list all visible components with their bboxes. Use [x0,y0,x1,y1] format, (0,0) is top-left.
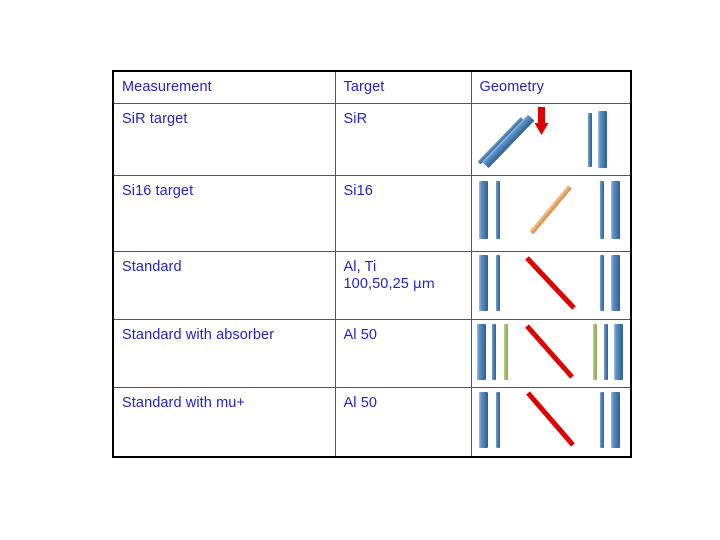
thin-blue-vertical-bar [587,112,592,167]
thin-blue-vertical-bar [599,392,604,449]
cell-target: SiR [334,102,472,177]
cell-geometry [470,251,632,320]
table-row: Standard with mu+ Al 50 [112,387,632,458]
cell-measurement: SiR target [112,102,336,177]
green-absorber-bar [592,323,597,380]
target-unit-micrometre: μm [413,276,435,293]
thick-blue-diagonal-bar [481,114,534,168]
header-label-geometry: Geometry [479,79,544,95]
thin-blue-diagonal-bar [477,117,523,164]
table-header-row: Measurement Target Geometry [112,71,632,104]
thick-blue-vertical-bar [597,110,607,168]
thin-blue-vertical-bar [495,181,500,240]
geometry-diagram-si16-target [472,176,630,251]
thick-blue-vertical-bar [610,255,620,312]
thin-blue-vertical-bar [491,323,496,380]
geometry-diagram-standard-with-absorber [472,320,630,388]
cell-geometry [470,102,632,177]
thin-blue-vertical-bar [495,392,500,449]
cell-geometry [470,387,632,458]
cell-measurement: Si16 target [112,175,336,253]
cell-target: Al 50 [334,318,472,389]
target-line-1: Al, Ti [343,259,377,276]
measurement-label: Standard with mu+ [122,395,246,412]
cell-measurement: Standard with absorber [112,318,336,389]
cell-geometry [470,175,632,253]
header-label-target: Target [343,79,385,95]
thick-blue-vertical-bar [610,181,620,240]
target-label: SiR [343,110,368,127]
measurement-label: Si16 target [122,183,194,200]
table-row: SiR target SiR [112,102,632,177]
geometry-diagram-sir-target [472,104,630,176]
measurement-geometry-table: Measurement Target Geometry SiR target S… [112,70,632,458]
thin-blue-vertical-bar [603,323,608,380]
header-label-measurement: Measurement [122,79,212,95]
target-label: Al 50 [343,395,378,412]
orange-diagonal-bar [529,185,571,235]
red-diagonal-bar [524,324,574,379]
geometry-diagram-standard-with-mu [472,388,630,456]
cell-measurement: Standard [112,251,336,320]
header-cell-target: Target [334,71,472,104]
thick-blue-vertical-bar [476,323,486,380]
header-cell-geometry: Geometry [470,71,632,104]
measurement-label: SiR target [122,110,188,127]
red-down-arrow [534,106,548,135]
thick-blue-vertical-bar [610,392,620,449]
thick-blue-vertical-bar [478,255,488,312]
thick-blue-vertical-bar [478,181,488,240]
target-line-2: 100,50,25 [343,276,414,293]
cell-measurement: Standard with mu+ [112,387,336,458]
table-row: Standard with absorber Al 50 [112,318,632,389]
target-label: Si16 [343,183,373,200]
thin-blue-vertical-bar [599,255,604,312]
red-diagonal-bar [524,256,576,310]
thick-blue-vertical-bar [478,392,488,449]
geometry-diagram-standard [472,252,630,319]
cell-geometry [470,318,632,389]
table-row: Si16 target Si16 [112,175,632,253]
target-label: Al 50 [343,326,378,343]
measurement-label: Standard [122,259,182,276]
green-absorber-bar [503,323,508,380]
header-cell-measurement: Measurement [112,71,336,104]
measurement-label: Standard with absorber [122,326,275,343]
red-diagonal-bar [525,391,575,447]
thin-blue-vertical-bar [495,255,500,312]
cell-target: Al 50 [334,387,472,458]
thick-blue-vertical-bar [613,323,623,380]
thin-blue-vertical-bar [599,181,604,240]
cell-target: Si16 [334,175,472,253]
